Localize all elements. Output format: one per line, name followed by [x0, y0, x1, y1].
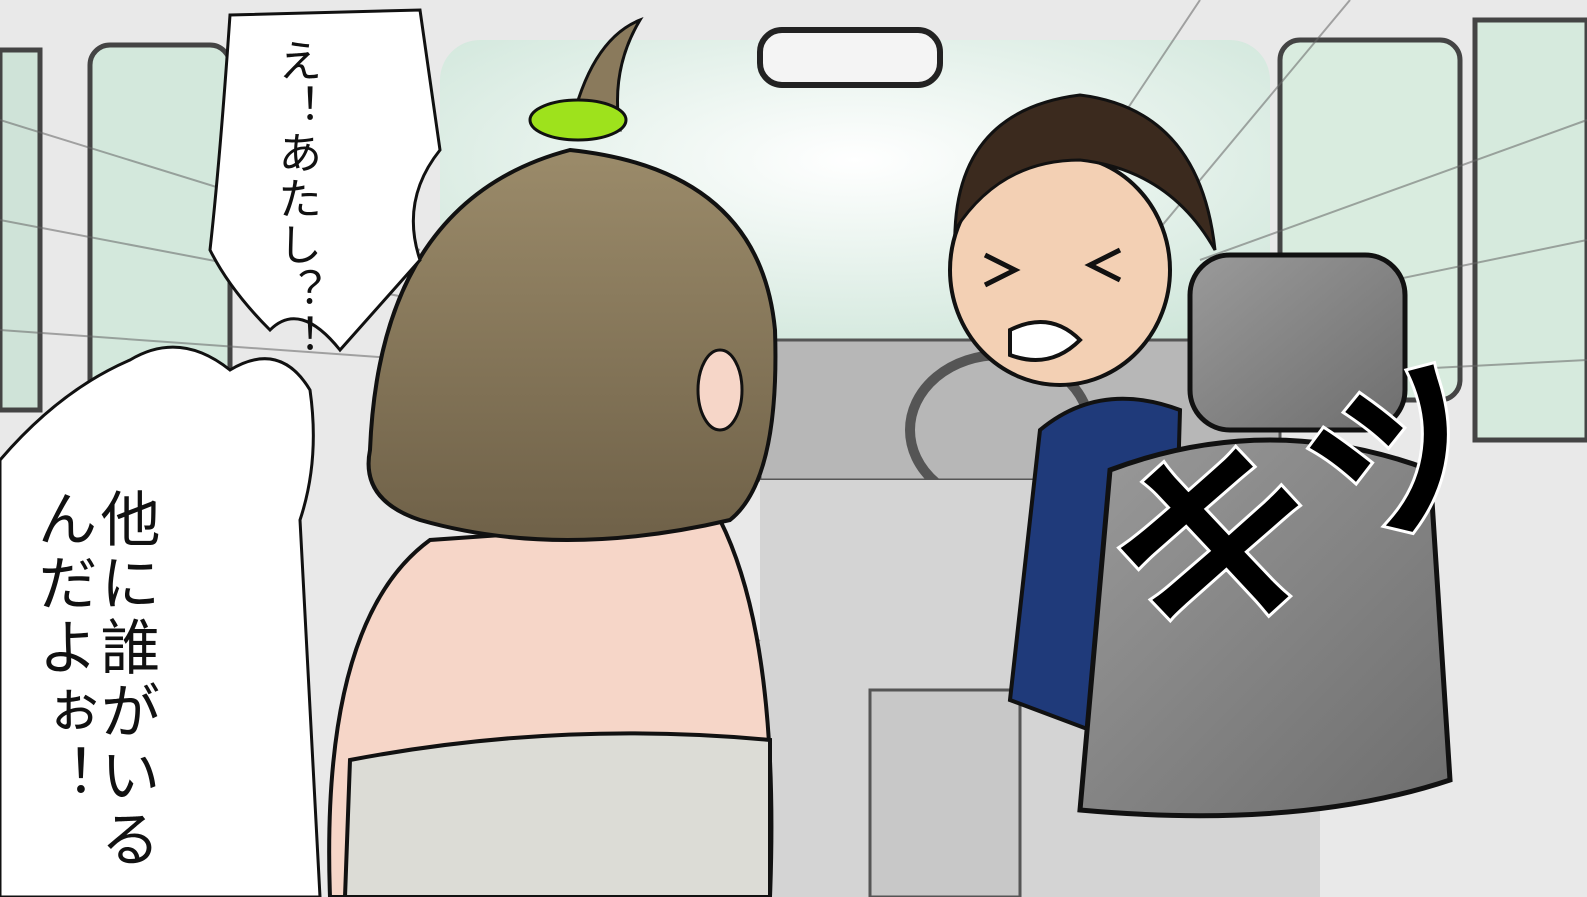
man-eye-right [1084, 247, 1122, 283]
rearview-mirror [757, 27, 943, 88]
speech-bubble-2-text: 他に誰がいるんだよぉ！ [27, 488, 160, 872]
woman-towel [342, 731, 772, 897]
woman-hair [366, 147, 778, 542]
driver-seat [1077, 252, 1453, 819]
seat-headrest [1187, 252, 1408, 433]
speech-bubble-1-text: え！あたし？！ [270, 38, 322, 360]
man-mouth [1008, 320, 1083, 362]
woman-ear [696, 348, 744, 432]
woman [327, 16, 778, 897]
man-eye-left [983, 252, 1021, 288]
seat-back [1077, 437, 1453, 819]
scrunchie [528, 98, 628, 142]
center-console [868, 688, 1022, 897]
speech-bubble-2 [0, 345, 322, 897]
left-window-1 [0, 47, 43, 413]
right-window-far [1472, 17, 1587, 443]
speech-bubble-1 [208, 8, 442, 353]
man-hair [953, 93, 1217, 251]
